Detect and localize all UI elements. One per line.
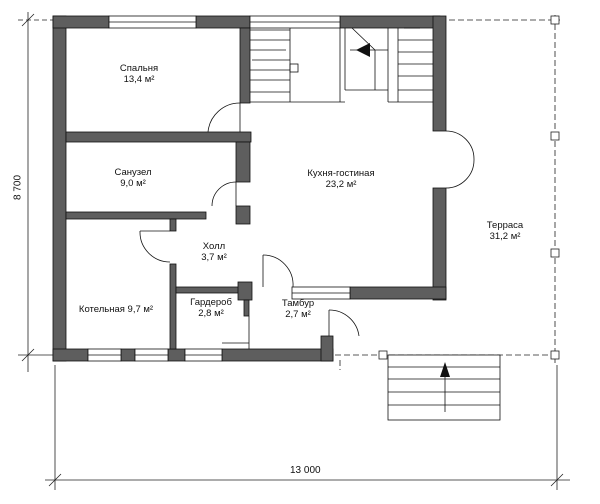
room-label-wardrobe: Гардероб 2,8 м² bbox=[190, 297, 232, 319]
dimension-width: 13 000 bbox=[290, 465, 321, 476]
entrance-arrow bbox=[440, 362, 450, 377]
room-label-vestibule: Тамбур 2,7 м² bbox=[281, 298, 315, 320]
room-label-hall: Холл 3,7 м² bbox=[201, 241, 227, 263]
room-label-bedroom: Спальня 13,4 м² bbox=[119, 63, 159, 85]
entrance-steps bbox=[387, 354, 501, 421]
terrace-outline bbox=[335, 15, 560, 370]
stair-arrow bbox=[356, 43, 370, 57]
inner-walls bbox=[65, 27, 253, 350]
windows bbox=[87, 15, 351, 362]
outer-walls bbox=[52, 15, 447, 362]
room-label-kitchen: Кухня-гостиная 23,2 м² bbox=[307, 168, 375, 190]
room-label-boiler: Котельная 9,7 м² bbox=[78, 304, 154, 315]
staircase bbox=[250, 27, 433, 103]
room-label-terrace: Терраса 31,2 м² bbox=[486, 220, 524, 242]
dimension-lines bbox=[18, 12, 570, 490]
doors bbox=[139, 102, 475, 349]
room-label-bathroom: Санузел 9,0 м² bbox=[114, 167, 152, 189]
terrace-posts bbox=[378, 15, 560, 360]
dimension-height: 8 700 bbox=[12, 174, 24, 201]
